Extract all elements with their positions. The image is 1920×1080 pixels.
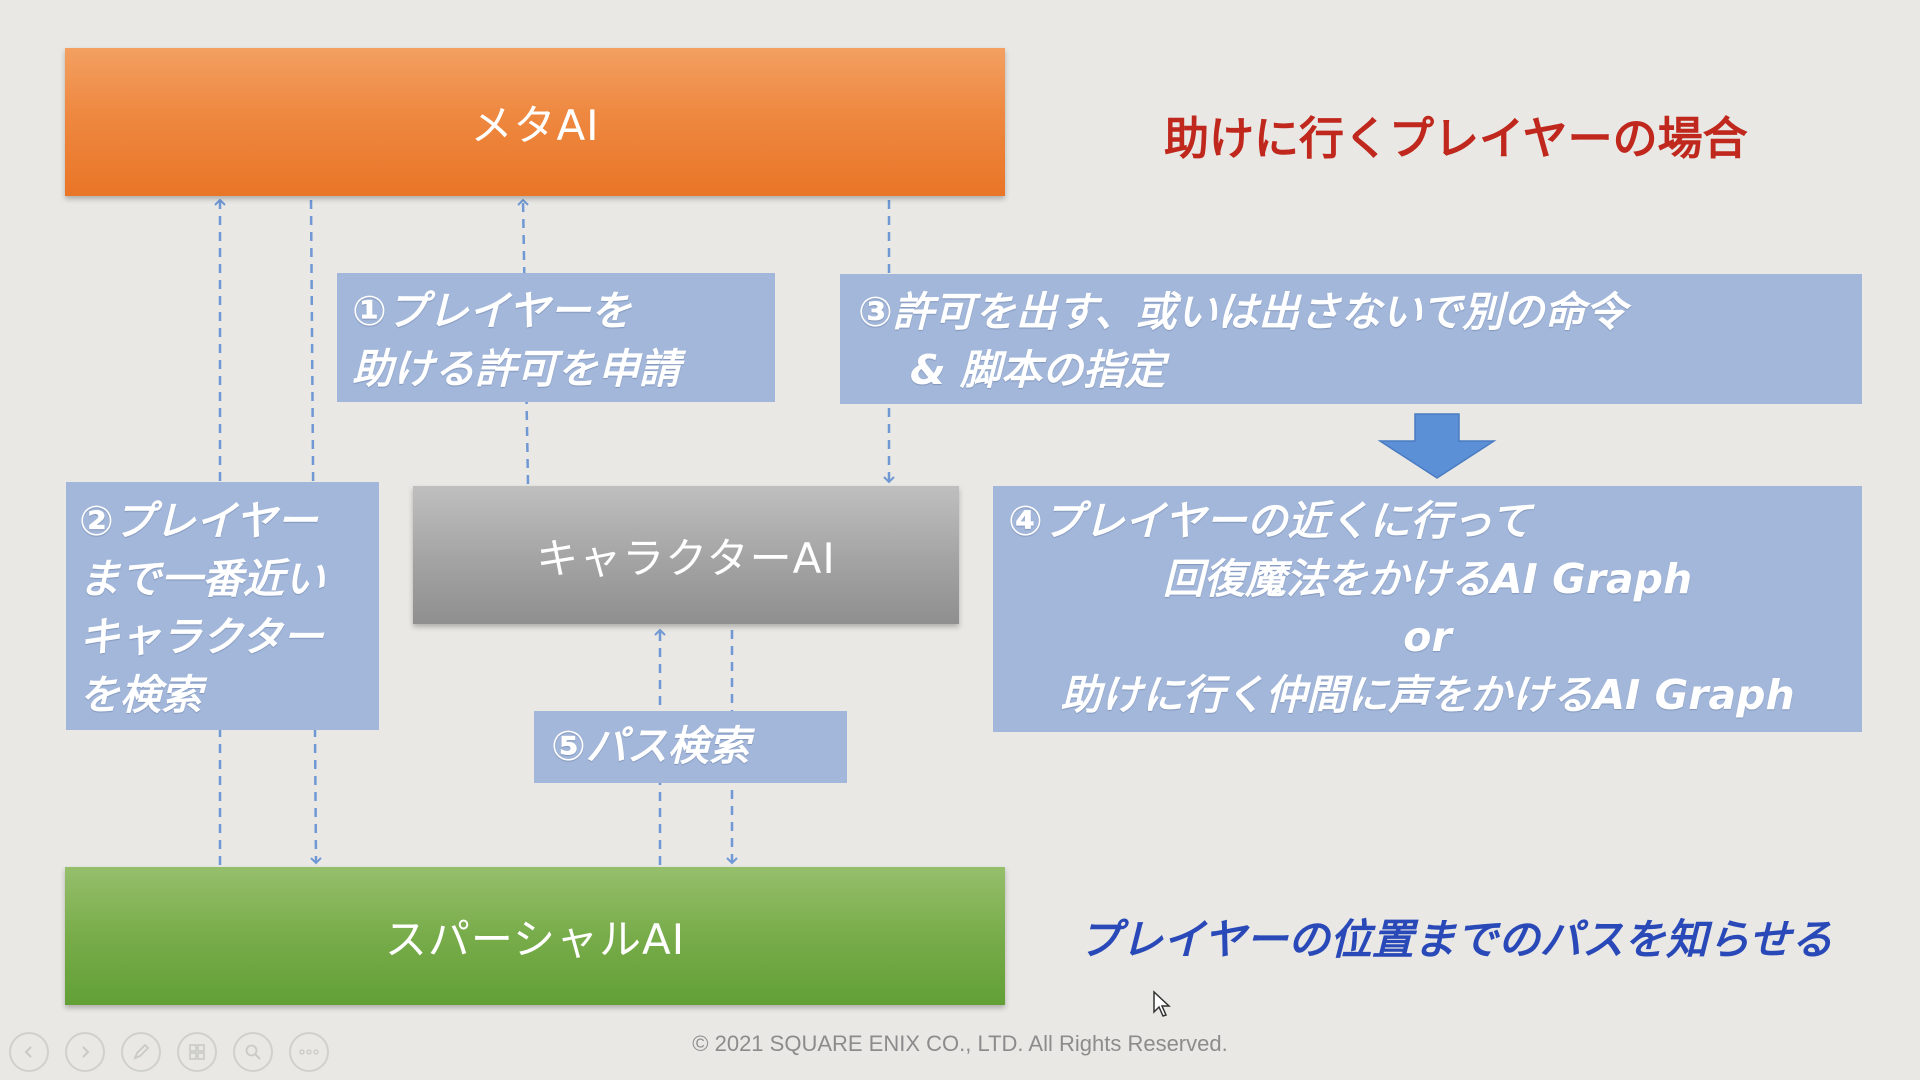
note-step-3-line-1: ③許可を出す、或いは出さないで別の命令 — [858, 288, 1627, 336]
slide-title: 助けに行くプレイヤーの場合 — [1164, 112, 1748, 165]
note-step-2-line-4: を検索 — [79, 671, 202, 719]
note-step-2: ②プレイヤー まで一番近い キャラクター を検索 — [66, 482, 379, 730]
spatial-ai-box: スパーシャルAI — [65, 867, 1005, 1005]
character-ai-label: キャラクターAI — [536, 533, 836, 583]
spatial-ai-label: スパーシャルAI — [384, 914, 686, 964]
note-step-2-line-1: ②プレイヤー — [79, 497, 318, 545]
slides-icon[interactable] — [177, 1032, 217, 1072]
path-caption: プレイヤーの位置までのパスを知らせる — [1079, 915, 1833, 964]
meta-ai-label: メタAI — [470, 100, 600, 150]
copyright-notice: © 2021 SQUARE ENIX CO., LTD. All Rights … — [692, 1031, 1228, 1056]
note-step-3: ③許可を出す、或いは出さないで別の命令 & 脚本の指定 — [840, 274, 1862, 404]
note-step-2-line-3: キャラクター — [79, 613, 324, 661]
note-step-4-line-3: or — [1403, 613, 1452, 661]
note-step-5-label: ⑤パス検索 — [551, 722, 750, 770]
note-step-4-line-4: 助けに行く仲間に声をかけるAI Graph — [1060, 671, 1795, 719]
down-block-arrow — [1377, 413, 1497, 479]
more-icon[interactable] — [289, 1032, 329, 1072]
mouse-cursor-icon — [1153, 990, 1171, 1017]
note-step-2-line-2: まで一番近い — [79, 555, 325, 603]
note-step-4-line-1: ④プレイヤーの近くに行って — [1008, 497, 1532, 545]
note-step-3-line-2: & 脚本の指定 — [910, 346, 1166, 394]
prev-icon[interactable] — [9, 1032, 49, 1072]
meta-ai-box: メタAI — [65, 48, 1005, 196]
note-step-1: ①プレイヤーを 助ける許可を申請 — [337, 273, 775, 402]
note-step-4-line-2: 回復魔法をかけるAI Graph — [1162, 555, 1693, 603]
arrow-meta-to-spatial — [309, 199, 322, 865]
character-ai-box: キャラクターAI — [413, 486, 959, 624]
next-icon[interactable] — [65, 1032, 105, 1072]
note-step-5: ⑤パス検索 — [534, 711, 847, 783]
pen-icon[interactable] — [121, 1032, 161, 1072]
zoom-icon[interactable] — [233, 1032, 273, 1072]
note-step-1-line-1: ①プレイヤーを — [352, 287, 632, 335]
note-step-1-line-2: 助ける許可を申請 — [352, 345, 680, 393]
note-step-4: ④プレイヤーの近くに行って 回復魔法をかけるAI Graph or 助けに行く仲… — [993, 486, 1862, 732]
